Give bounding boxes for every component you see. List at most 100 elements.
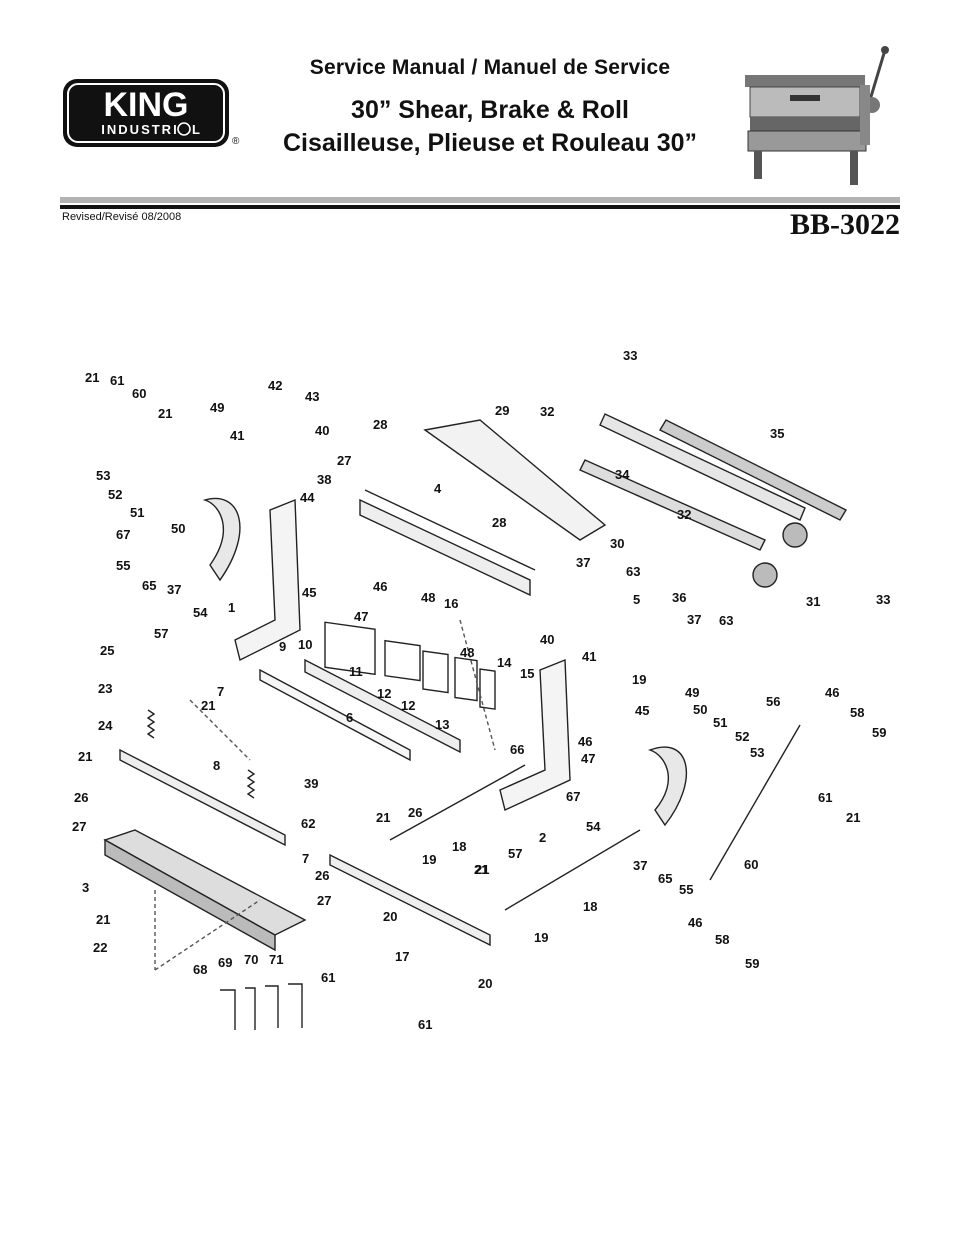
callout: 51 — [130, 505, 144, 520]
brand-logo-bottom-end: L — [192, 122, 200, 137]
callout: 61 — [321, 970, 335, 985]
header-rule-black — [60, 205, 900, 209]
callout: 50 — [171, 521, 185, 536]
callout: 57 — [154, 626, 168, 641]
callout: 27 — [337, 453, 351, 468]
callout: 22 — [93, 940, 107, 955]
callout: 69 — [218, 955, 232, 970]
callout: 5 — [633, 592, 640, 607]
callout: 37 — [687, 612, 701, 627]
callout: 67 — [566, 789, 580, 804]
callout: 66 — [510, 742, 524, 757]
callout: 15 — [520, 666, 534, 681]
callout: 52 — [735, 729, 749, 744]
brand-logo: KING INDUSTRI L — [62, 78, 230, 148]
callout: 48 — [421, 590, 435, 605]
callout: 58 — [715, 932, 729, 947]
callout: 67 — [116, 527, 130, 542]
title-block: Service Manual / Manuel de Service 30” S… — [240, 52, 740, 160]
callout: 29 — [495, 403, 509, 418]
callout: 65 — [658, 871, 672, 886]
revision-date: Revised/Revisé 08/2008 — [62, 211, 182, 223]
callout: 21 — [846, 810, 860, 825]
callout: 48 — [460, 645, 474, 660]
callout: 23 — [98, 681, 112, 696]
callout: 34 — [615, 467, 630, 482]
callout: 21 — [475, 862, 489, 877]
callout: 32 — [677, 507, 691, 522]
callout: 4 — [434, 481, 442, 496]
callout: 17 — [395, 949, 409, 964]
callout: 28 — [373, 417, 387, 432]
callout: 26 — [315, 868, 329, 883]
callout: 35 — [770, 426, 784, 441]
callout: 53 — [96, 468, 110, 483]
callout: 10 — [298, 637, 312, 652]
callout: 27 — [317, 893, 331, 908]
callout: 62 — [301, 816, 315, 831]
callout: 46 — [578, 734, 592, 749]
callout: 33 — [876, 592, 890, 607]
callout: 33 — [623, 348, 637, 363]
callout: 59 — [745, 956, 759, 971]
callout: 53 — [750, 745, 764, 760]
callout: 51 — [713, 715, 727, 730]
callout: 11 — [349, 664, 363, 679]
callout: 37 — [576, 555, 590, 570]
callout: 7 — [302, 851, 309, 866]
callout: 21 — [474, 862, 488, 877]
callout: 38 — [317, 472, 331, 487]
callout: 3 — [82, 880, 89, 895]
callout: 47 — [354, 609, 368, 624]
callout: 63 — [719, 613, 733, 628]
callout: 13 — [435, 717, 449, 732]
callout: 12 — [401, 698, 415, 713]
callout: 30 — [610, 536, 624, 551]
callout: 49 — [685, 685, 699, 700]
callout: 7 — [217, 684, 224, 699]
callout: 39 — [304, 776, 318, 791]
callout: 49 — [210, 400, 224, 415]
callout: 54 — [193, 605, 208, 620]
callout: 56 — [766, 694, 780, 709]
callout: 61 — [418, 1017, 432, 1032]
callout: 26 — [74, 790, 88, 805]
callout: 52 — [108, 487, 122, 502]
callout: 54 — [586, 819, 601, 834]
callout: 19 — [534, 930, 548, 945]
callout: 47 — [581, 751, 595, 766]
title-french: Cisailleuse, Plieuse et Rouleau 30” — [282, 129, 698, 157]
callout: 61 — [818, 790, 832, 805]
title-english: 30” Shear, Brake & Roll — [351, 96, 629, 124]
callout: 45 — [635, 703, 649, 718]
callout: 43 — [305, 389, 319, 404]
callout: 1 — [228, 600, 235, 615]
callout: 61 — [110, 373, 124, 388]
callout: 46 — [688, 915, 702, 930]
callout: 19 — [632, 672, 646, 687]
callout: 14 — [497, 655, 512, 670]
callout: 55 — [116, 558, 130, 573]
callout: 41 — [230, 428, 244, 443]
callout: 20 — [383, 909, 397, 924]
callout: 37 — [167, 582, 181, 597]
callout: 20 — [478, 976, 492, 991]
callout: 16 — [444, 596, 458, 611]
callout: 8 — [213, 758, 220, 773]
registered-mark: ® — [232, 136, 240, 147]
callout: 46 — [825, 685, 839, 700]
gear-icon — [177, 122, 191, 136]
callout: 26 — [408, 805, 422, 820]
callout: 21 — [96, 912, 110, 927]
callout: 28 — [492, 515, 506, 530]
callout: 24 — [98, 718, 113, 733]
callout: 21 — [201, 698, 215, 713]
callout: 71 — [269, 952, 283, 967]
brand-logo-top: KING — [104, 86, 189, 124]
callout: 46 — [373, 579, 387, 594]
callout: 19 — [422, 852, 436, 867]
manual-subtitle: Service Manual / Manuel de Service — [309, 56, 671, 79]
brand-logo-bottom: INDUSTRI — [101, 122, 178, 137]
callout: 25 — [100, 643, 114, 658]
callout: 18 — [452, 839, 466, 854]
